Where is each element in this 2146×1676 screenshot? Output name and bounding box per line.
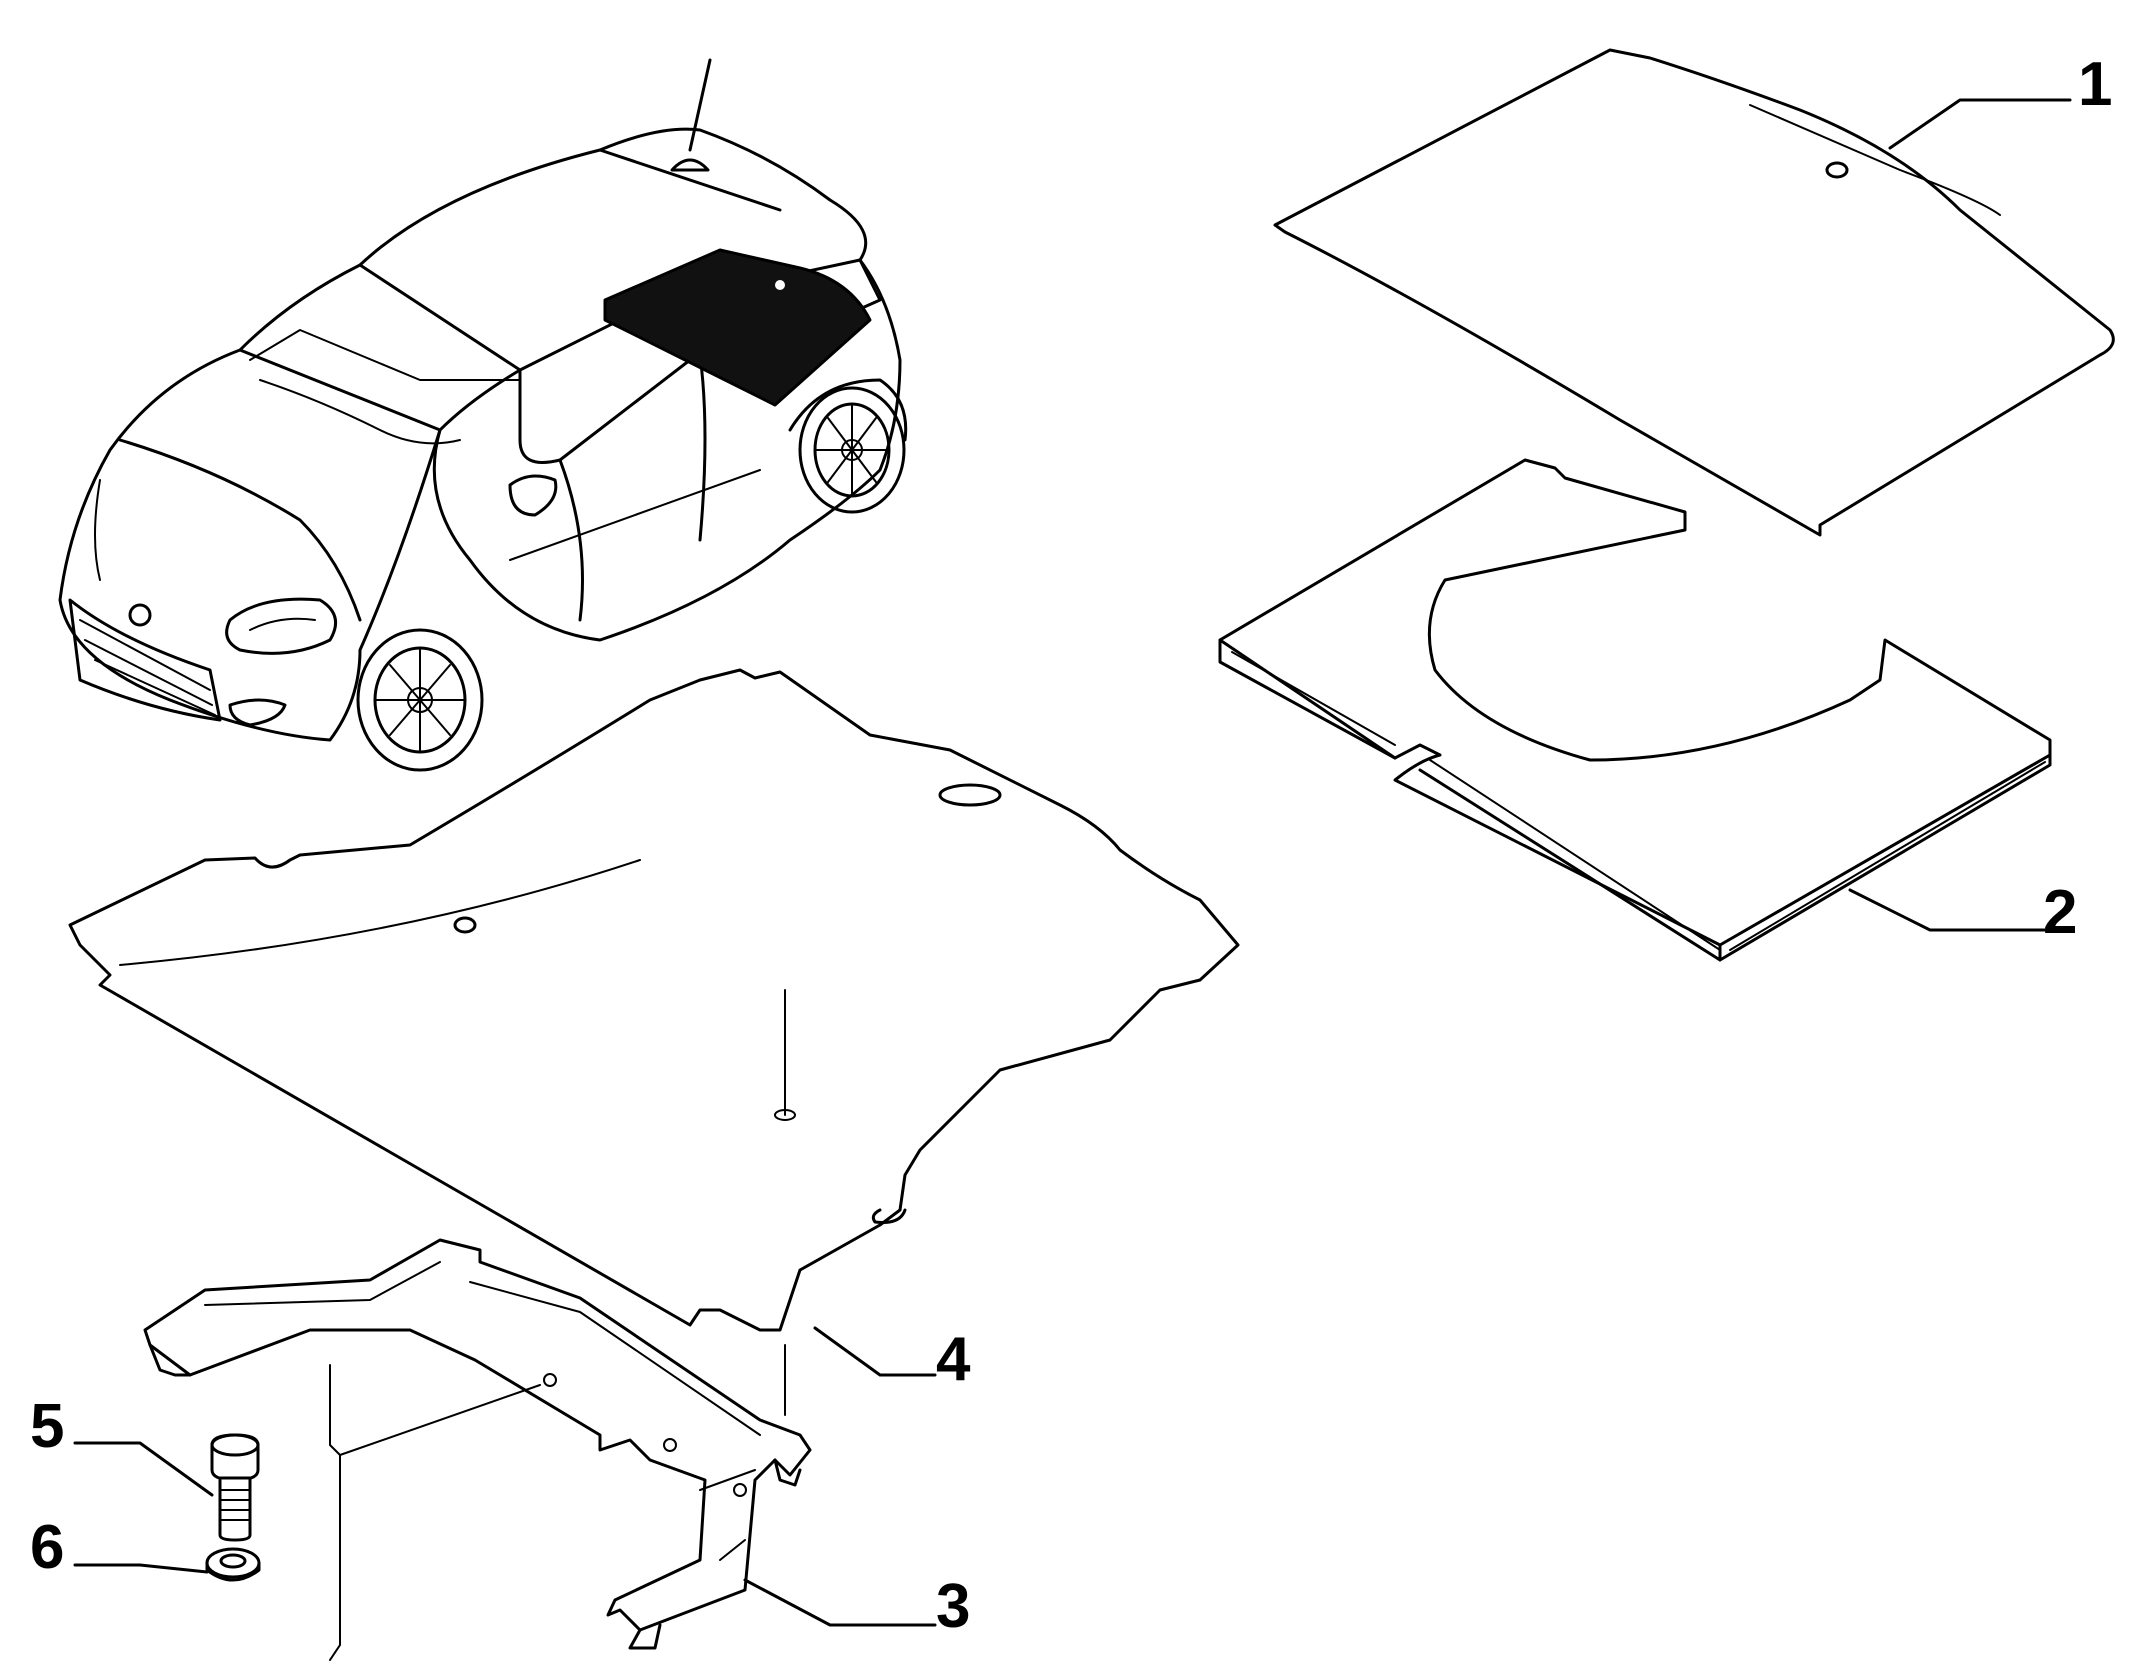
leader-4 bbox=[813, 1326, 937, 1377]
callout-6: 6 bbox=[30, 1513, 64, 1582]
part-5-bolt bbox=[210, 1433, 260, 1542]
callout-5: 5 bbox=[30, 1392, 64, 1461]
leader-lines bbox=[73, 98, 2072, 1627]
part-1-trunk-mat bbox=[1273, 48, 2115, 537]
part-4-floor-mat bbox=[68, 668, 1240, 1332]
leader-3 bbox=[743, 1578, 937, 1627]
callout-2: 2 bbox=[2043, 878, 2077, 947]
part-3-bracket bbox=[143, 1238, 812, 1661]
leader-2 bbox=[1848, 888, 2072, 932]
part-2-foam-board bbox=[1218, 458, 2052, 962]
callout-1: 1 bbox=[2078, 50, 2112, 119]
leader-1 bbox=[1888, 98, 2072, 150]
callout-3: 3 bbox=[936, 1572, 970, 1641]
leader-5 bbox=[73, 1441, 214, 1497]
car-illustration bbox=[58, 58, 908, 772]
leader-6 bbox=[73, 1563, 209, 1574]
part-6-washer bbox=[205, 1547, 261, 1582]
callout-4: 4 bbox=[936, 1325, 971, 1394]
